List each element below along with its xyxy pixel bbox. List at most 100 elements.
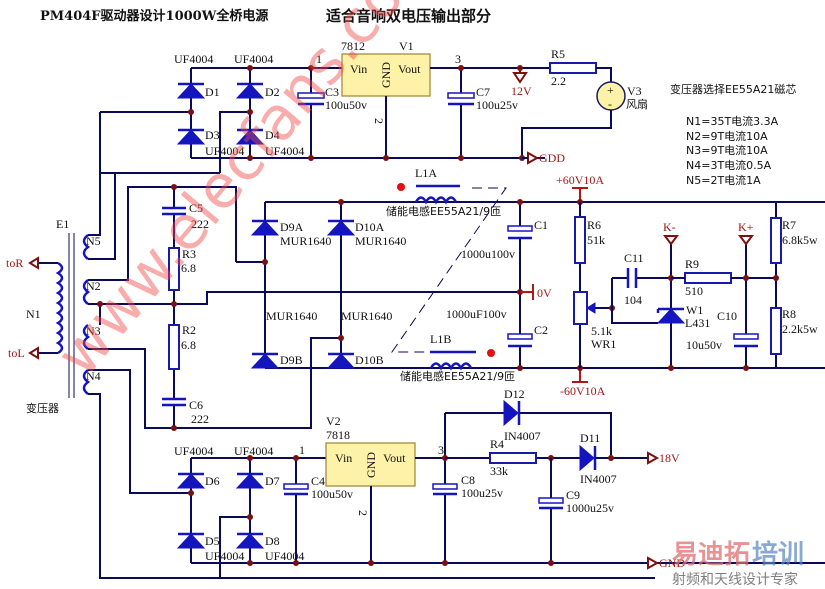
main-rectifier: D9A MUR1640 D10A MUR1640 MUR1640 MUR1640… xyxy=(202,199,825,429)
d9b-ref: D9B xyxy=(280,353,303,367)
d8-part: UF4004 xyxy=(265,549,304,563)
v2-part: 7818 xyxy=(326,428,350,442)
transformer-e1: E1 toR toL N1 N5 N2 N3 N4 变压器 xyxy=(6,217,101,415)
winding-n4: N4=3T电流0.5A xyxy=(686,158,772,172)
d1-part: UF4004 xyxy=(174,52,213,66)
r3-ref: R3 xyxy=(182,247,196,261)
n4-label: N4 xyxy=(86,369,101,383)
w1-part: L431 xyxy=(685,316,710,330)
brand-watermark: 易迪拓 培训 射频和天线设计专家 xyxy=(672,540,804,588)
d6-ref: D6 xyxy=(205,474,220,488)
d9a-ref: D9A xyxy=(280,220,304,234)
brand-red: 易迪拓 xyxy=(672,540,750,570)
label-gdd: GDD xyxy=(539,151,565,165)
n3-label: N3 xyxy=(86,324,101,338)
v2-vin: Vin xyxy=(335,451,352,465)
d10b-ref: D10B xyxy=(355,353,384,367)
l1a-note: 储能电感EE55A21/9匝 xyxy=(386,204,501,218)
winding-n2: N2=9T电流10A xyxy=(686,129,768,143)
r9-ref: R9 xyxy=(685,257,699,271)
secondary-wiring xyxy=(88,112,655,579)
regulator-v2: V2 7818 Vin Vout GND 2 3 xyxy=(325,414,446,566)
c10-ref: C10 xyxy=(717,309,737,323)
brand-blue: 培训 xyxy=(752,540,804,570)
v1-pin1: 1 xyxy=(316,52,322,66)
wr1-ref: WR1 xyxy=(591,337,616,351)
title-sub: 适合音响双电压输出部分 xyxy=(326,7,491,25)
d11-ref: D11 xyxy=(580,431,600,445)
label-neg60v: -60V10A xyxy=(560,384,606,398)
output-caps: C1 1000u100v C2 1000uF100v 0V xyxy=(446,199,552,371)
v1-vin: Vin xyxy=(350,62,367,76)
r2-ref: R2 xyxy=(182,323,196,337)
d4-ref: D4 xyxy=(265,128,280,142)
diode-d8 xyxy=(235,532,265,549)
l1a-ref: L1A xyxy=(415,166,437,180)
d4-part: UF4004 xyxy=(265,144,304,158)
diode-d11: D11 IN4007 xyxy=(579,431,648,486)
diode-d9b xyxy=(250,352,280,369)
d5-part: UF4004 xyxy=(205,549,244,563)
d10a-ref: D10A xyxy=(355,220,385,234)
l1b-ref: L1B xyxy=(430,332,451,346)
v1-ref: V1 xyxy=(399,39,414,53)
d10a-part: MUR1640 xyxy=(355,234,406,248)
c4-ref: C4 xyxy=(311,474,325,488)
c1-value: 1000u100v xyxy=(461,247,515,261)
c4-value: 100u50v xyxy=(311,487,353,501)
l1b-note: 储能电感EE55A21/9匝 xyxy=(400,369,515,383)
capacitor-c8: C8 100u25v xyxy=(432,413,503,566)
diode-d10b xyxy=(326,352,356,369)
d2-ref: D2 xyxy=(265,85,280,99)
c8-ref: C8 xyxy=(461,473,475,487)
d3-part: UF4004 xyxy=(205,144,244,158)
n2-label: N2 xyxy=(86,279,101,293)
transformer-notes: 变压器选择EE55A21磁芯 N1=35T电流3.3A N2=9T电流10A N… xyxy=(670,82,796,187)
port-tol: toL xyxy=(8,346,25,360)
brand-tag: 射频和天线设计专家 xyxy=(672,571,798,588)
c7-ref: C7 xyxy=(476,85,490,99)
d9b-part: MUR1640 xyxy=(266,309,317,323)
r6-ref: R6 xyxy=(587,218,601,232)
snubber-network: C5 222 R3 6.8 R2 6.8 C6 222 xyxy=(162,184,209,431)
v1-vout: Vout xyxy=(398,62,421,76)
e1-ref: E1 xyxy=(56,217,69,231)
winding-n3: N3=9T电流10A xyxy=(686,143,768,157)
winding-n1: N1=35T电流3.3A xyxy=(686,114,779,128)
c9-value: 1000u25v xyxy=(566,501,614,515)
fan-ref: V3 xyxy=(627,84,642,98)
core-note: 变压器选择EE55A21磁芯 xyxy=(670,82,796,96)
r7-ref: R7 xyxy=(782,218,796,232)
diode-d3 xyxy=(176,128,206,145)
fan-minus: - xyxy=(608,97,612,111)
d8-ref: D8 xyxy=(265,534,280,548)
d6-part: UF4004 xyxy=(174,444,213,458)
feedback-network: R6 51k 5.1k WR1 C11 104 W1 L431 K- R9 51… xyxy=(573,202,818,371)
fan-name: 风扇 xyxy=(626,97,648,111)
v2-gnd: GND xyxy=(364,452,378,478)
r9-value: 510 xyxy=(685,284,703,298)
title-main: PM404F驱动器设计1000W全桥电源 xyxy=(40,8,268,24)
fan-v3: + - V3 风扇 xyxy=(521,81,648,158)
label-gnd: GND xyxy=(659,556,685,570)
d1-ref: D1 xyxy=(205,85,220,99)
r4-ref: R4 xyxy=(490,437,504,451)
diode-d7 xyxy=(235,472,265,489)
resistor-r5: R5 2.2 xyxy=(549,47,612,88)
c6-ref: C6 xyxy=(189,398,203,412)
v1-part: 7812 xyxy=(341,39,365,53)
c8-value: 100u25v xyxy=(461,486,503,500)
r3-value: 6.8 xyxy=(181,261,196,275)
winding-n5: N5=2T电流1A xyxy=(686,173,761,187)
diode-d9a xyxy=(250,219,280,236)
resistor-r4: R4 33k xyxy=(445,437,580,478)
c10-value: 10u50v xyxy=(686,338,722,352)
capacitor-c4: 1 C4 100u50v xyxy=(283,443,353,566)
inductor-l1b: L1B 储能电感EE55A21/9匝 xyxy=(400,332,515,383)
d9a-part: MUR1640 xyxy=(280,234,331,248)
n5-label: N5 xyxy=(86,234,101,248)
wr1-value: 5.1k xyxy=(591,324,612,338)
diode-d1 xyxy=(176,82,206,99)
c6-value: 222 xyxy=(191,412,209,426)
